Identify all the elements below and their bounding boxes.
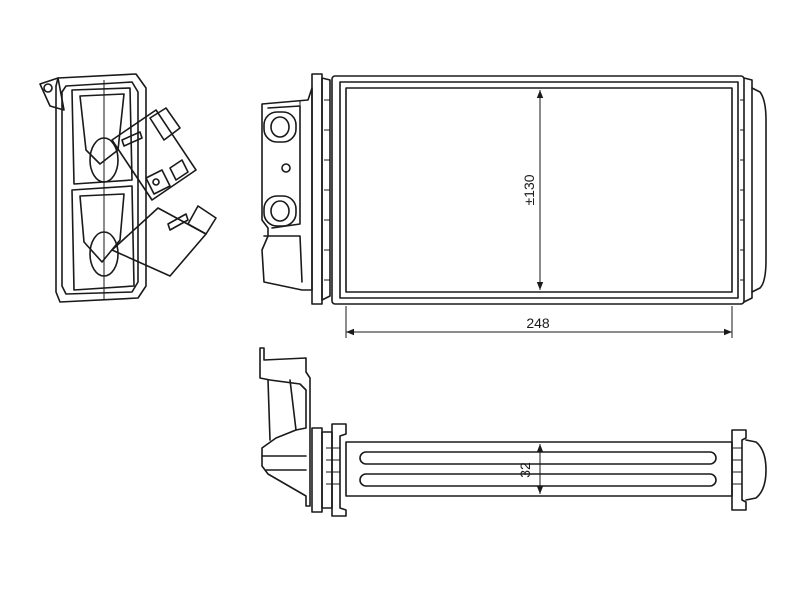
width-dimension-label: 248 (526, 315, 550, 331)
height-dimension-label: ±130 (521, 174, 537, 205)
front-left-tabs (324, 99, 330, 281)
front-right-tabs (740, 99, 744, 281)
top-view: 32 (259, 347, 767, 517)
front-view: ±130 (261, 73, 767, 305)
thickness-dimension-label: 32 (517, 462, 533, 478)
width-dimension: 248 (345, 306, 733, 338)
side-view (39, 73, 217, 303)
